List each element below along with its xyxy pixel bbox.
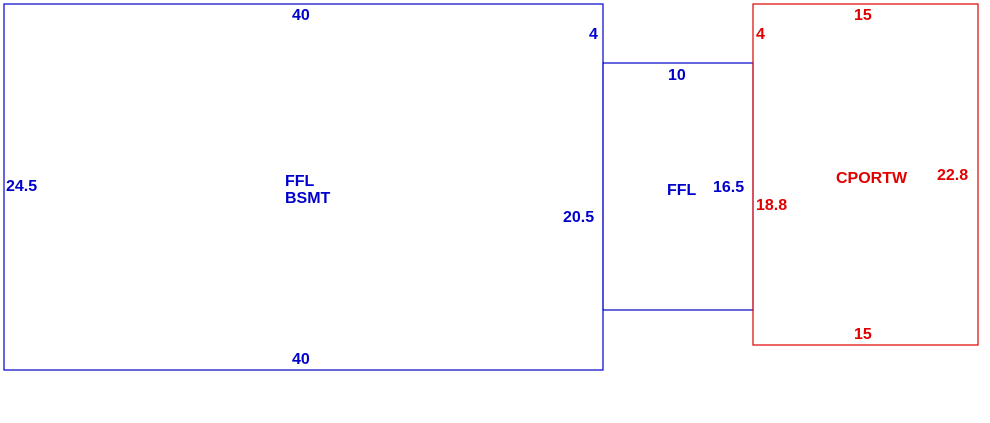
wing-area-label: FFL <box>667 182 697 199</box>
main-area-label-line1: FFL <box>285 173 315 190</box>
dim-main-left: 24.5 <box>6 178 37 195</box>
main-area-label-line2: BSMT <box>285 190 331 207</box>
carport-label: CPORTW <box>836 170 908 187</box>
dim-wing-right: 16.5 <box>713 179 744 196</box>
dim-main-bottom: 40 <box>292 351 310 368</box>
dim-wing-top: 10 <box>668 67 686 84</box>
dim-carport-right: 22.8 <box>937 167 968 184</box>
carport-outline <box>752 3 979 346</box>
dim-main-right: 20.5 <box>563 209 594 226</box>
dim-carport-top: 15 <box>854 7 872 24</box>
dim-main-step: 4 <box>589 26 598 43</box>
dim-main-top: 40 <box>292 7 310 24</box>
dim-carport-step: 4 <box>756 26 765 43</box>
dim-carport-bottom: 15 <box>854 326 872 343</box>
dim-carport-left: 18.8 <box>756 197 787 214</box>
